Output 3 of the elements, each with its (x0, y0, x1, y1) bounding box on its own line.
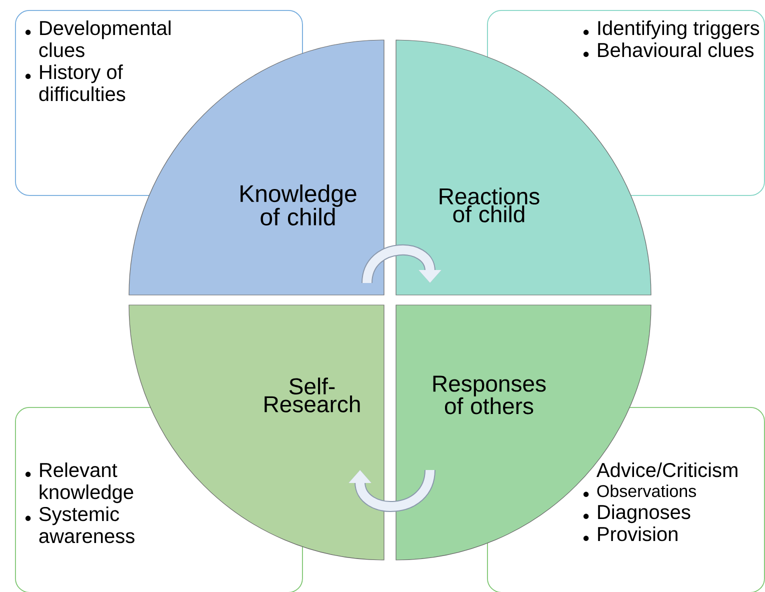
circular-arrow (348, 469, 436, 512)
circular-arrow (362, 244, 442, 284)
quadrant-sector: Knowledge of child (128, 40, 384, 296)
